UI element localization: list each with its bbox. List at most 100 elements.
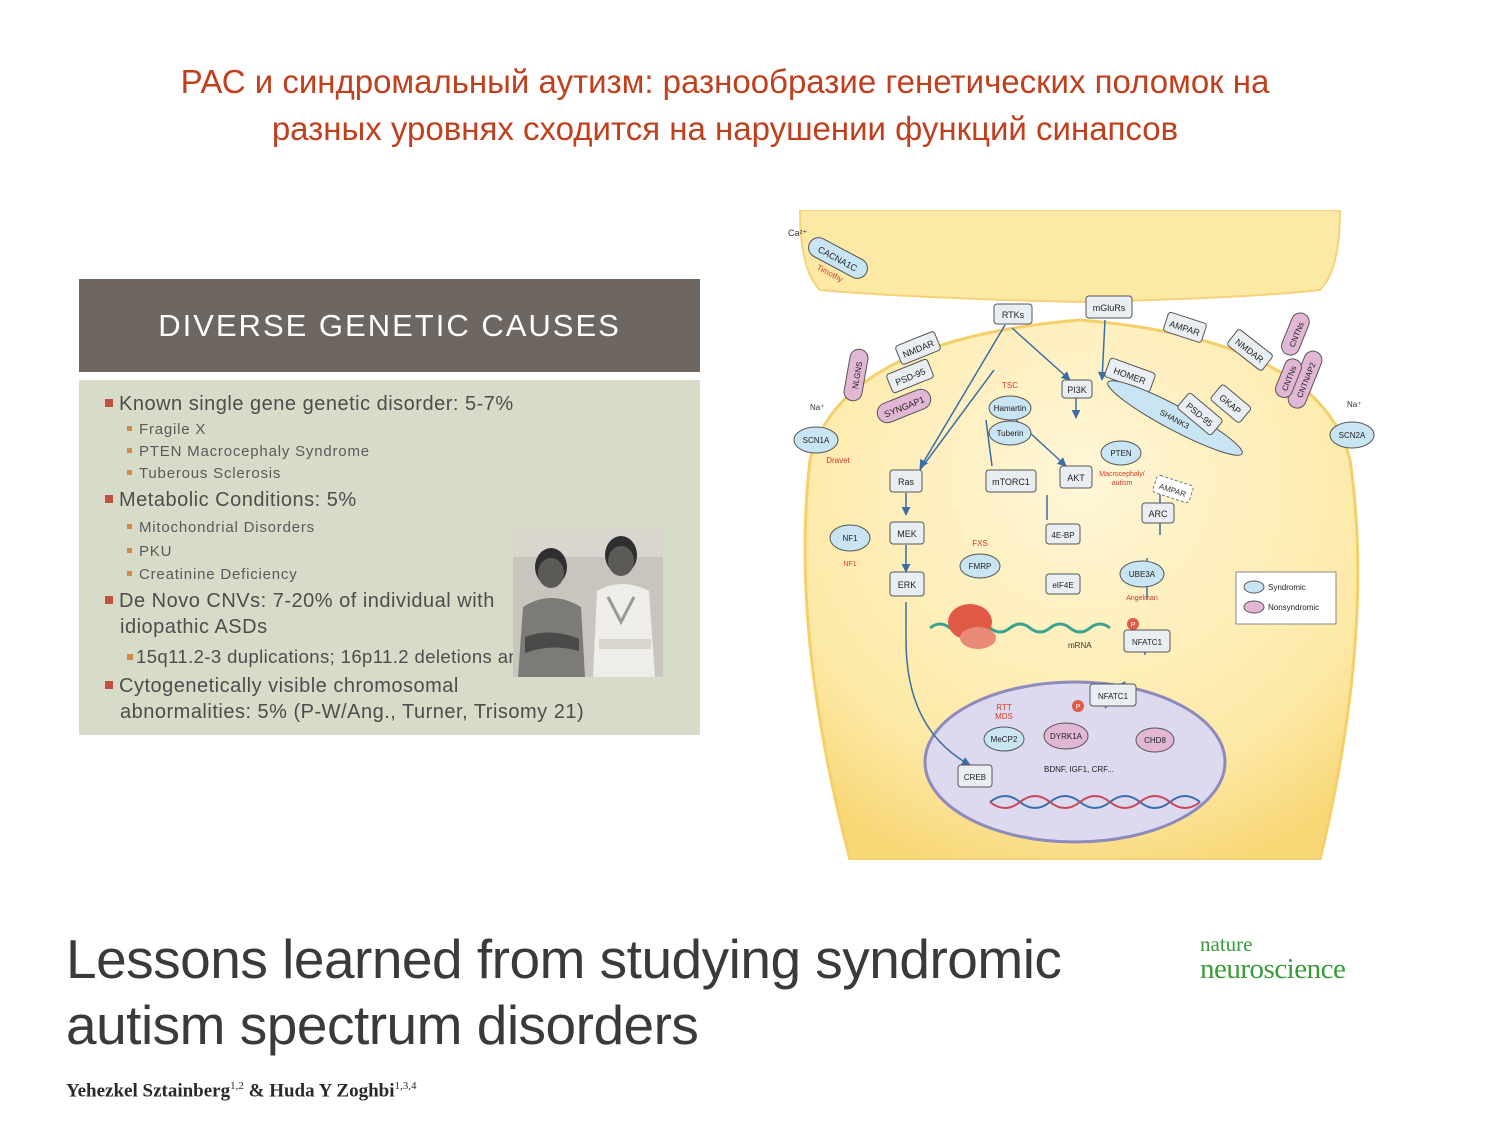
legend-syndromic-swatch xyxy=(1243,580,1265,594)
syngap1-node xyxy=(876,388,932,424)
journal-logo: nature neuroscience xyxy=(1200,932,1410,985)
phospho-label-2: P xyxy=(1076,704,1081,711)
sub-bullet-item: Fragile X xyxy=(127,421,206,438)
4e-bp-node xyxy=(1045,523,1081,545)
author-2-affiliations: 1,3,4 xyxy=(394,1080,417,1092)
mek-label: MEK xyxy=(897,529,917,539)
bullet-item: De Novo CNVs: 7-20% of individual with xyxy=(105,590,495,613)
author-1: Yehezkel Sztainberg xyxy=(66,1080,231,1102)
dyrk1a-node xyxy=(1043,722,1089,750)
hamartin-node xyxy=(988,395,1032,421)
pten-label: PTEN xyxy=(1110,449,1132,458)
tuberin-label: Tuberin xyxy=(997,429,1024,438)
arc-label: ARC xyxy=(1148,509,1168,519)
dravet-label: Dravet xyxy=(826,456,850,465)
sub-bullet-item: PKU xyxy=(127,543,172,560)
phospho-badge-2 xyxy=(1072,700,1084,712)
nf1-disorder-label: NF1 xyxy=(843,561,856,568)
hamartin-label: Hamartin xyxy=(994,404,1026,413)
cntns-second-node xyxy=(1275,358,1302,399)
dyrk1a-label: DYRK1A xyxy=(1050,732,1083,741)
sub-bullet-item: Tuberous Sclerosis xyxy=(127,465,281,482)
akt-label: AKT xyxy=(1067,473,1085,483)
dna-helix xyxy=(989,795,1201,809)
pten-node xyxy=(1100,440,1142,466)
slide-title-line-2: разных уровнях сходится на нарушении фун… xyxy=(271,110,1179,147)
phospho-label-1: P xyxy=(1131,622,1136,629)
legend-nonsyndromic-swatch xyxy=(1243,600,1265,614)
pi3k-node xyxy=(1061,379,1093,399)
bullet-item-continued: idiopathic ASDs xyxy=(120,616,268,638)
chd8-label: CHD8 xyxy=(1144,736,1166,745)
ube3a-node xyxy=(1119,560,1165,588)
mtorc1-node xyxy=(985,469,1037,493)
presynaptic-terminal xyxy=(798,209,1342,304)
psd95-left-node xyxy=(886,358,934,394)
nfatc1-nucleus-node xyxy=(1089,683,1137,707)
slide-title: РАС и синдромальный аутизм: разнообразие… xyxy=(60,58,1390,152)
erk-label: ERK xyxy=(898,580,917,590)
nucleus xyxy=(923,680,1227,844)
nfatc1-nucleus-label: NFATC1 xyxy=(1098,692,1129,701)
sub-bullet-item: Creatinine Deficiency xyxy=(127,566,298,583)
legend-syndromic-label: Syndromic xyxy=(1268,583,1306,592)
pi3k-label: PI3K xyxy=(1067,385,1087,395)
akt-node xyxy=(1059,465,1093,489)
mek-node xyxy=(889,521,925,545)
author-separator: & xyxy=(243,1080,270,1102)
rtks-node xyxy=(993,303,1033,325)
na-ion-left: Na⁺ xyxy=(810,403,824,412)
nmdar-right-node xyxy=(1227,329,1273,371)
ube3a-label: UBE3A xyxy=(1129,570,1156,579)
sub-bullet-item: 15q11.2-3 duplications; 16p11.2 deletion… xyxy=(127,646,573,668)
cacna1c-node xyxy=(808,237,868,279)
paper-title: Lessons learned from studying syndromic … xyxy=(66,926,1116,1058)
paper-title-line-2: autism spectrum disorders xyxy=(66,994,699,1056)
nf1-node xyxy=(829,524,871,552)
creb-node xyxy=(957,764,993,788)
bullet-item: Known single gene genetic disorder: 5-7% xyxy=(105,393,514,416)
scn1a-node xyxy=(793,426,839,454)
4e-bp-label: 4E-BP xyxy=(1051,531,1074,540)
target-genes-label: BDNF, IGF1, CRF... xyxy=(1044,765,1114,774)
mds-label: MDS xyxy=(995,712,1013,721)
fmrp-node xyxy=(959,553,1001,579)
paper-authors: Yehezkel Sztainberg1,2 & Huda Y Zoghbi1,… xyxy=(66,1080,417,1102)
author-1-affiliations: 1,2 xyxy=(230,1080,244,1092)
scn2a-label: SCN2A xyxy=(1339,431,1366,440)
scn2a-node xyxy=(1329,421,1375,449)
tuberin-node xyxy=(988,420,1032,446)
autism-label: autism xyxy=(1112,480,1133,487)
nf1-label: NF1 xyxy=(842,534,858,543)
scn1a-label: SCN1A xyxy=(803,436,830,445)
journal-logo-line-1: nature xyxy=(1200,932,1253,956)
ca-ion-label: Ca²⁺ xyxy=(788,228,808,238)
mtorc1-label: mTORC1 xyxy=(992,477,1030,487)
sub-bullet-item: PTEN Macrocephaly Syndrome xyxy=(127,443,370,460)
eif4e-label: eIF4E xyxy=(1052,581,1073,590)
nfatc1-cytoplasm-node xyxy=(1123,629,1171,653)
bullet-item: Metabolic Conditions: 5% xyxy=(105,489,357,512)
nfatc1-cytoplasm-label: NFATC1 xyxy=(1132,638,1163,647)
rtks-label: RTKs xyxy=(1002,310,1025,320)
journal-logo-line-2: neuroscience xyxy=(1200,953,1346,985)
nlgns-node xyxy=(843,348,869,402)
psd95-right-node xyxy=(1177,392,1223,436)
bullet-item-continued: abnormalities: 5% (P-W/Ang., Turner, Tri… xyxy=(120,701,585,723)
sub-bullet-item: Mitochondrial Disorders xyxy=(127,519,315,536)
tsc-label: TSC xyxy=(1002,381,1018,390)
mecp2-node xyxy=(983,726,1025,752)
chd8-node xyxy=(1135,727,1175,753)
creb-label: CREB xyxy=(964,773,986,782)
angelman-label: Angelman xyxy=(1126,595,1158,602)
cntns-node xyxy=(1281,312,1310,356)
ampar-dashed-node xyxy=(1152,474,1194,504)
ras-node xyxy=(889,469,923,493)
paper-title-line-1: Lessons learned from studying syndromic xyxy=(66,928,1062,990)
ras-label: Ras xyxy=(898,477,915,487)
legend-nonsyndromic-label: Nonsyndromic xyxy=(1268,603,1319,612)
legend-box xyxy=(1235,571,1337,625)
fxs-label: FXS xyxy=(972,539,988,548)
rtt-label: RTT xyxy=(996,703,1012,712)
macrocephaly-label: Macrocephaly/ xyxy=(1099,471,1145,478)
